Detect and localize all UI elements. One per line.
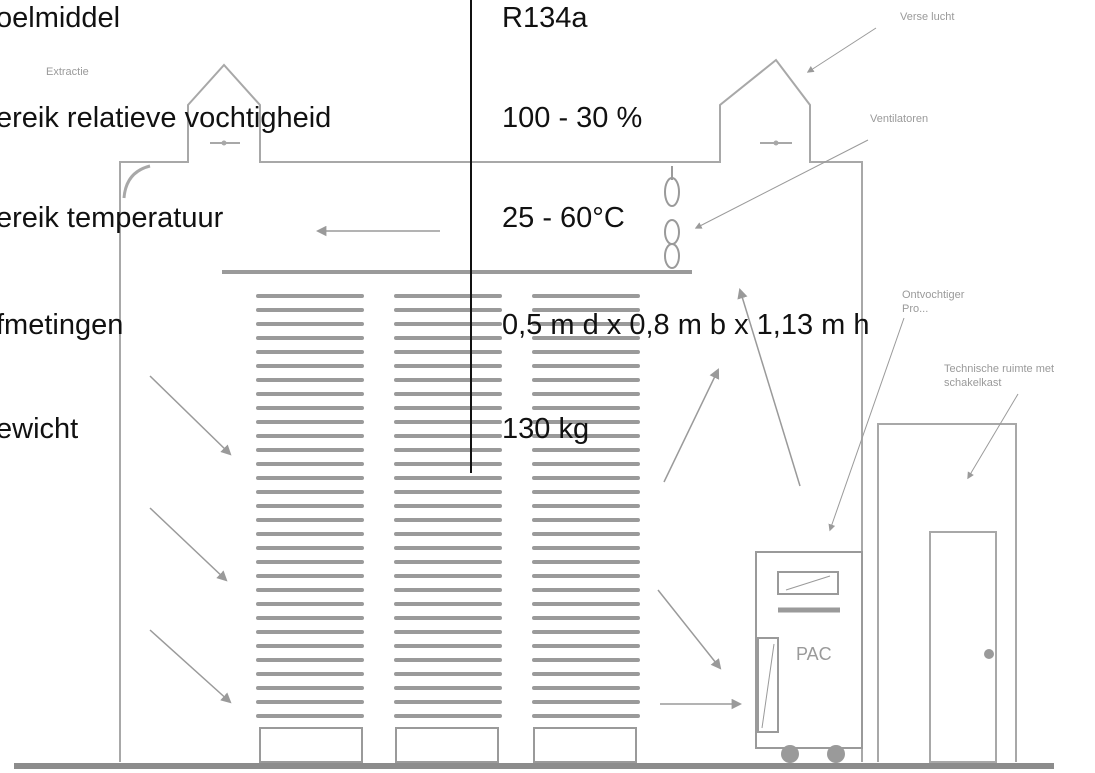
fresh-air-label: Verse lucht bbox=[900, 11, 954, 23]
technical-room-label-line2: schakelkast bbox=[944, 377, 1001, 389]
pac-label: PAC bbox=[796, 644, 832, 664]
dehumidifier-label-partial: Pro... bbox=[902, 303, 928, 315]
callout-pointers bbox=[694, 27, 1019, 532]
pac-wheel-left bbox=[781, 745, 799, 763]
extraction-label: Extractie bbox=[46, 66, 89, 78]
spec-label-humidity-range: ereik relatieve vochtigheid bbox=[0, 102, 332, 134]
rack-bases bbox=[259, 727, 637, 763]
pac-wheel-right bbox=[827, 745, 845, 763]
pac-unit bbox=[755, 551, 863, 749]
spec-label-dimensions: fmetingen bbox=[0, 309, 124, 341]
spec-label-weight: ewicht bbox=[0, 413, 79, 445]
spec-value-refrigerant: R134a bbox=[502, 2, 588, 34]
spec-label-temperature-range: ereik temperatuur bbox=[0, 202, 224, 234]
building-outline bbox=[119, 58, 863, 762]
technical-room bbox=[877, 423, 1017, 763]
airflow-arrows bbox=[149, 225, 801, 710]
dehumidifier-label: Ontvochtiger bbox=[902, 289, 965, 301]
door-handle bbox=[984, 649, 994, 659]
spec-value-weight: 130 kg bbox=[502, 413, 590, 445]
fan-unit bbox=[664, 166, 680, 269]
table-divider bbox=[470, 0, 472, 473]
spec-label-refrigerant: oelmiddel bbox=[0, 2, 121, 34]
drying-racks bbox=[256, 294, 640, 718]
spec-value-temperature-range: 25 - 60°C bbox=[502, 202, 625, 234]
spec-value-humidity-range: 100 - 30 % bbox=[502, 102, 643, 134]
spec-value-dimensions: 0,5 m d x 0,8 m b x 1,13 m h bbox=[502, 309, 870, 341]
technical-room-label-line1: Technische ruimte met bbox=[944, 363, 1054, 375]
fans-label: Ventilatoren bbox=[870, 113, 928, 125]
